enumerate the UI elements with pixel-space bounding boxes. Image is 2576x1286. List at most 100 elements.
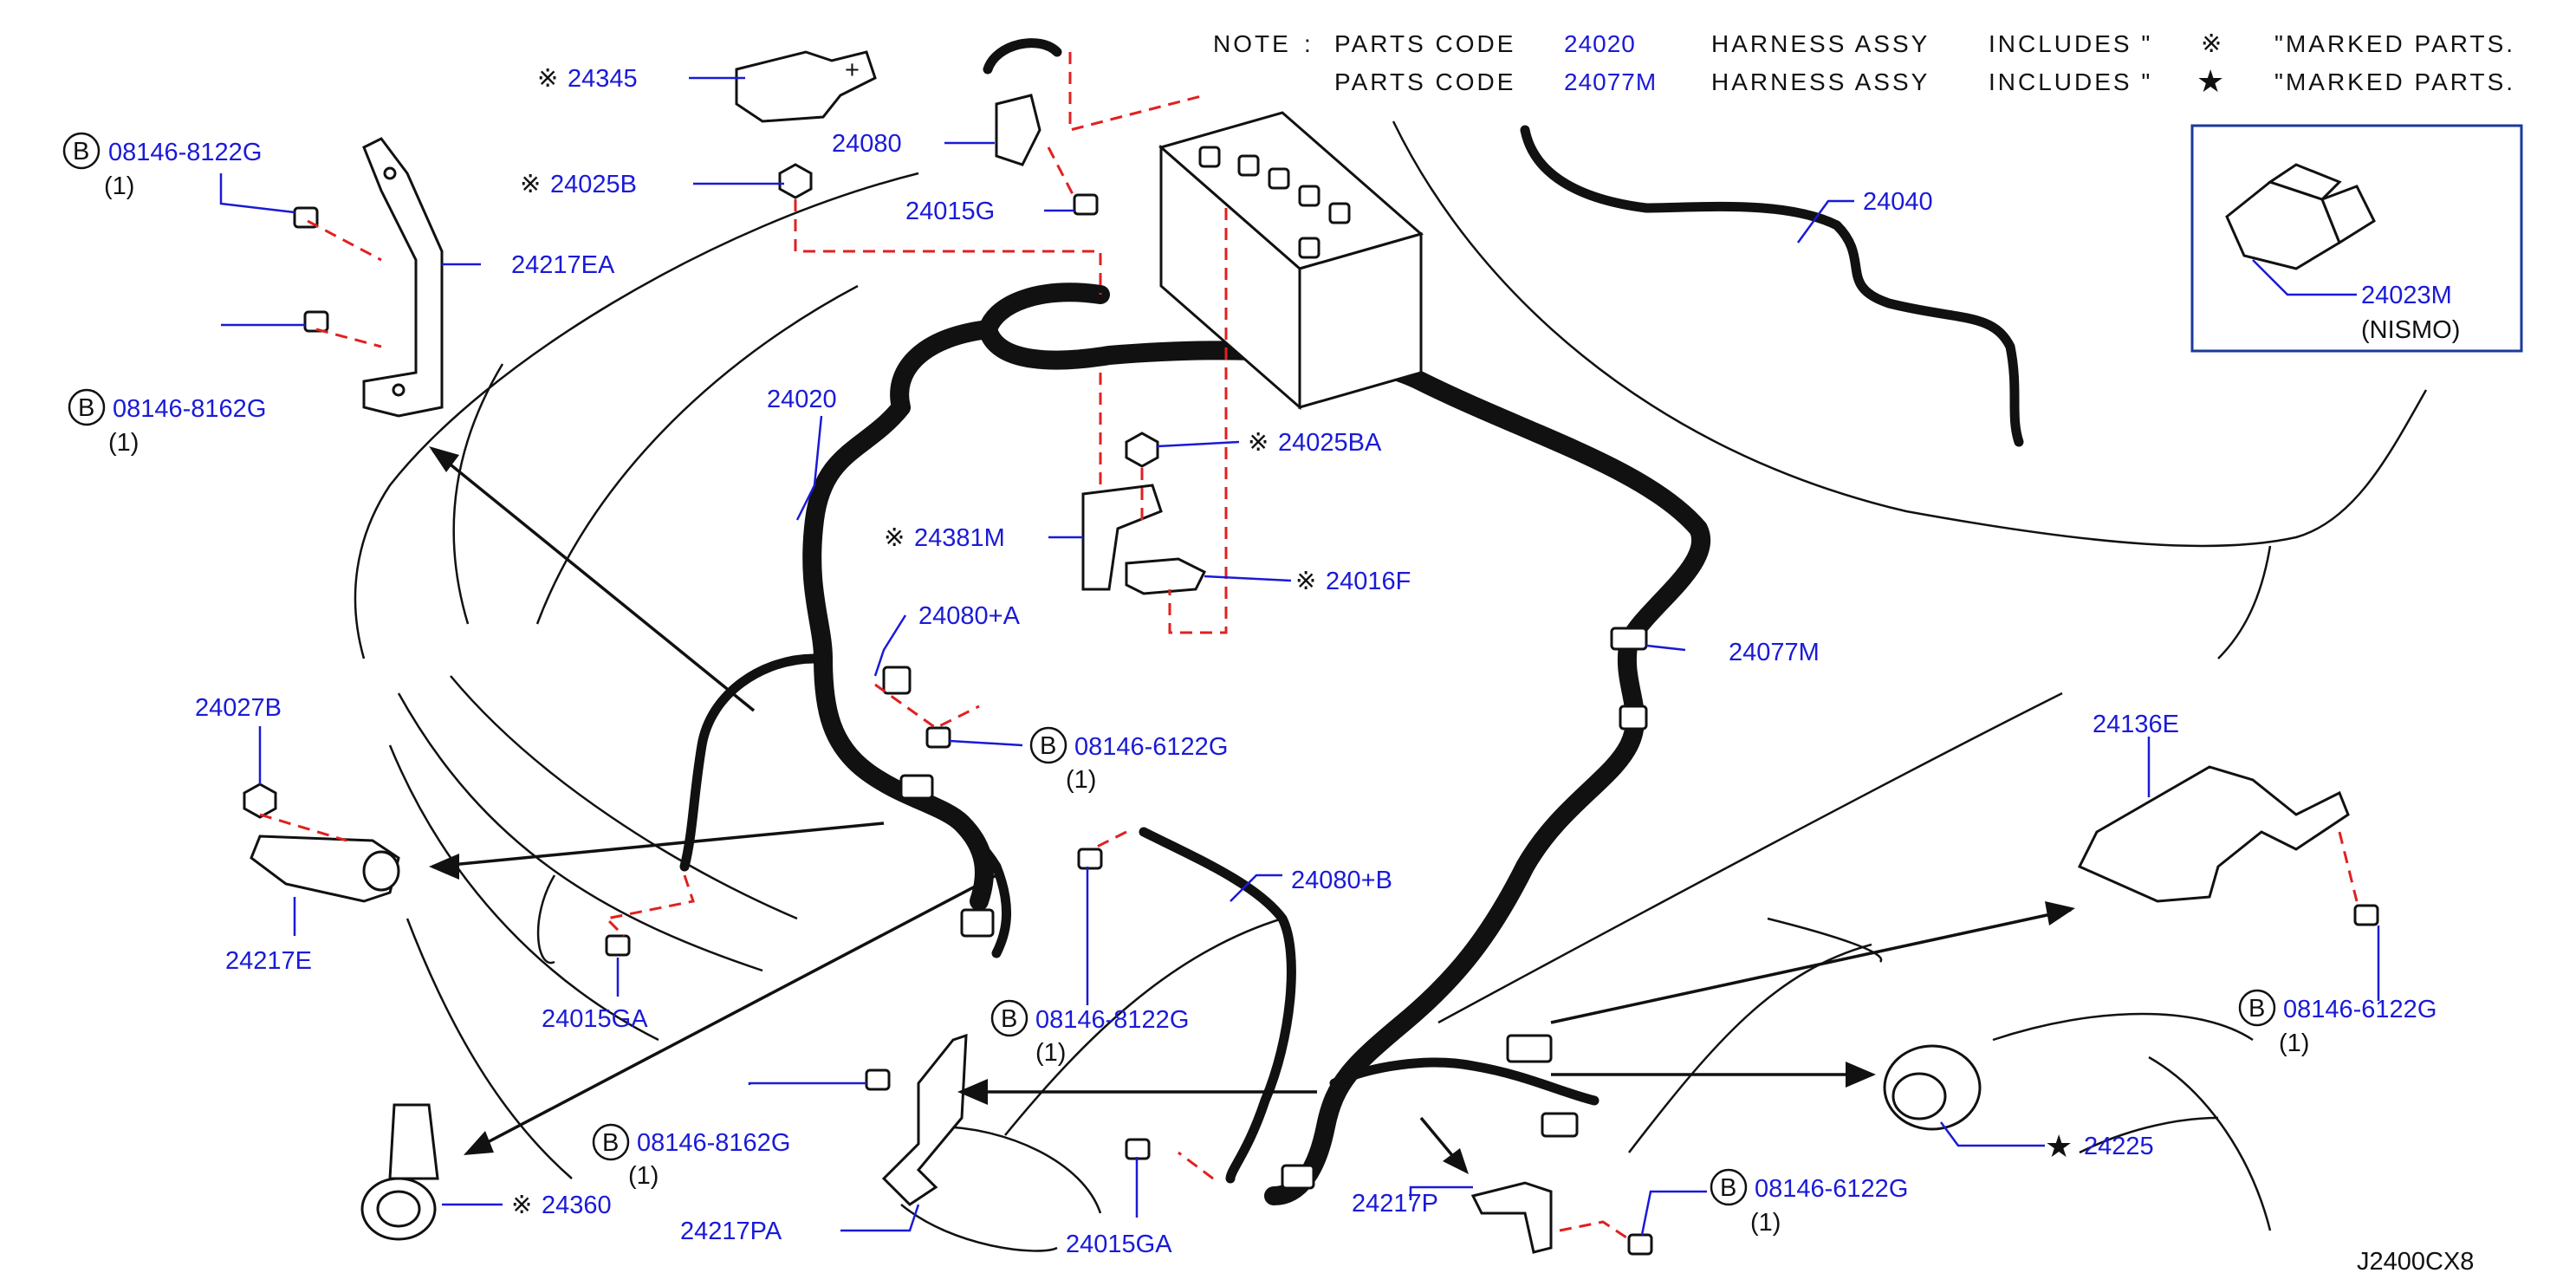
nismo-inset-box: 24023M (NISMO) xyxy=(2190,124,2523,353)
label-24217E[interactable]: 24217E xyxy=(225,947,312,975)
harness-connectors xyxy=(882,627,1648,1190)
label-24015GA-a[interactable]: 24015GA xyxy=(542,1005,648,1033)
label-24016F[interactable]: 24016F xyxy=(1326,568,1411,595)
diagram-code: J2400CX8 xyxy=(2357,1248,2474,1276)
bracket-24217PA[interactable] xyxy=(881,1033,968,1206)
label-24360[interactable]: 24360 xyxy=(542,1192,612,1219)
bolt-marker-08146-6122G-b: B xyxy=(1710,1168,1748,1206)
harness-24080B[interactable] xyxy=(1139,827,1296,1184)
leader-lines xyxy=(219,76,2380,1236)
svg-text:B: B xyxy=(2248,995,2265,1023)
label-24080B[interactable]: 24080+B xyxy=(1291,867,1392,894)
svg-text:24020: 24020 xyxy=(1564,30,1636,57)
bolt-marker-08146-8122G-a: B xyxy=(62,132,101,170)
label-24217P[interactable]: 24217P xyxy=(1352,1190,1438,1218)
ref-mark-icon: ※ xyxy=(884,524,905,552)
ref-mark-icon: ※ xyxy=(511,1192,532,1219)
label-08146-6122G-b[interactable]: 08146-6122G xyxy=(1755,1175,1908,1203)
bracket-24217EA[interactable] xyxy=(362,137,444,418)
bolt-marker-08146-6122G-c: B xyxy=(2238,989,2276,1027)
svg-text:(1): (1) xyxy=(108,429,139,457)
svg-text:INCLUDES ": INCLUDES " xyxy=(1989,30,2152,57)
label-24217PA[interactable]: 24217PA xyxy=(680,1218,782,1245)
red-dashed-connections xyxy=(259,52,2359,1241)
svg-text:INCLUDES ": INCLUDES " xyxy=(1989,68,2152,95)
label-08146-6122G-c[interactable]: 08146-6122G xyxy=(2283,996,2436,1023)
star-mark-icon: ★ xyxy=(2045,1128,2073,1164)
ref-mark-icon: ※ xyxy=(1248,429,1269,457)
vehicle-body-outline xyxy=(354,120,2428,1252)
grommet-24225[interactable] xyxy=(1883,1044,1982,1131)
label-08146-8162G-b[interactable]: 08146-8162G xyxy=(637,1129,790,1157)
arrows xyxy=(429,446,2075,1174)
label-24025B[interactable]: 24025B xyxy=(550,171,637,198)
bracket-24136E[interactable] xyxy=(2077,765,2350,903)
label-24077M[interactable]: 24077M xyxy=(1729,639,1820,666)
plus-icon: + xyxy=(845,56,860,84)
svg-text:HARNESS ASSY: HARNESS ASSY xyxy=(1711,30,1930,57)
svg-text:B: B xyxy=(1040,732,1056,760)
label-24225[interactable]: 24225 xyxy=(2084,1133,2154,1160)
label-24080[interactable]: 24080 xyxy=(832,130,902,158)
svg-text:B: B xyxy=(602,1129,619,1157)
bracket-24217P[interactable] xyxy=(1470,1181,1553,1254)
ref-mark-icon: ※ xyxy=(537,65,558,93)
label-24217EA[interactable]: 24217EA xyxy=(511,251,615,279)
svg-text:24023M: 24023M xyxy=(2361,282,2452,309)
label-24136E[interactable]: 24136E xyxy=(2093,711,2179,738)
label-24015GA-b[interactable]: 24015GA xyxy=(1066,1231,1172,1258)
label-24040[interactable]: 24040 xyxy=(1863,188,1933,216)
svg-text::: : xyxy=(1304,30,1314,57)
ref-mark-icon: ※ xyxy=(1295,568,1316,595)
bolt-marker-08146-8162G-a: B xyxy=(68,388,106,426)
label-24080A[interactable]: 24080+A xyxy=(918,602,1021,630)
label-24381M[interactable]: 24381M xyxy=(914,524,1005,552)
bracket-24217E[interactable] xyxy=(250,835,400,903)
svg-text:(1): (1) xyxy=(1750,1209,1781,1237)
ref-mark-icon: ※ xyxy=(2201,30,2222,58)
label-24015G[interactable]: 24015G xyxy=(905,198,995,225)
bolt-marker-08146-8162G-b: B xyxy=(592,1123,630,1161)
bolt-marker-08146-8122G-b: B xyxy=(990,999,1028,1037)
svg-text:HARNESS ASSY: HARNESS ASSY xyxy=(1711,68,1930,95)
battery xyxy=(1158,111,1424,411)
svg-text:(1): (1) xyxy=(1066,766,1096,794)
bolt-icon xyxy=(293,193,2379,1256)
label-24027B[interactable]: 24027B xyxy=(195,694,282,722)
label-24345[interactable]: 24345 xyxy=(568,65,638,93)
svg-text:B: B xyxy=(73,138,89,166)
terminal-24345[interactable]: + xyxy=(735,50,877,123)
svg-text:B: B xyxy=(1720,1174,1736,1202)
svg-text:PARTS CODE: PARTS CODE xyxy=(1334,30,1515,57)
svg-text:PARTS CODE: PARTS CODE xyxy=(1334,68,1515,95)
svg-text:NOTE: NOTE xyxy=(1213,30,1291,57)
nut-icon xyxy=(243,163,1159,819)
label-08146-8162G-a[interactable]: 08146-8162G xyxy=(113,395,266,423)
label-08146-8122G-b[interactable]: 08146-8122G xyxy=(1035,1006,1189,1034)
ref-mark-icon: ※ xyxy=(520,171,541,198)
label-24020[interactable]: 24020 xyxy=(767,386,837,413)
connector-24023M-icon xyxy=(2225,163,2376,270)
svg-text:"MARKED PARTS.: "MARKED PARTS. xyxy=(2274,68,2515,95)
label-24025BA[interactable]: 24025BA xyxy=(1278,429,1382,457)
label-08146-8122G-a[interactable]: 08146-8122G xyxy=(108,139,262,166)
svg-text:(1): (1) xyxy=(628,1162,659,1190)
parts-note: NOTE : PARTS CODE 24020 HARNESS ASSY INC… xyxy=(1213,30,2515,99)
terminal-24016F[interactable] xyxy=(1125,557,1207,595)
svg-text:(1): (1) xyxy=(1035,1039,1066,1067)
svg-text:24077M: 24077M xyxy=(1564,68,1657,95)
svg-text:B: B xyxy=(1001,1005,1017,1033)
label-08146-6122G-a[interactable]: 08146-6122G xyxy=(1074,733,1228,761)
harness-24040[interactable] xyxy=(1520,125,2024,447)
cover-24360[interactable] xyxy=(360,1103,439,1241)
connector-24080[interactable] xyxy=(983,38,1062,166)
svg-text:(NISMO): (NISMO) xyxy=(2361,316,2460,344)
svg-text:B: B xyxy=(78,394,94,422)
svg-text:(1): (1) xyxy=(104,172,134,200)
battery-cells-icon xyxy=(1198,146,1351,259)
bolt-marker-08146-6122G-a: B xyxy=(1029,726,1067,764)
svg-text:(1): (1) xyxy=(2279,1029,2309,1057)
star-mark-icon: ★ xyxy=(2196,63,2224,99)
svg-text:"MARKED PARTS.: "MARKED PARTS. xyxy=(2274,30,2515,57)
